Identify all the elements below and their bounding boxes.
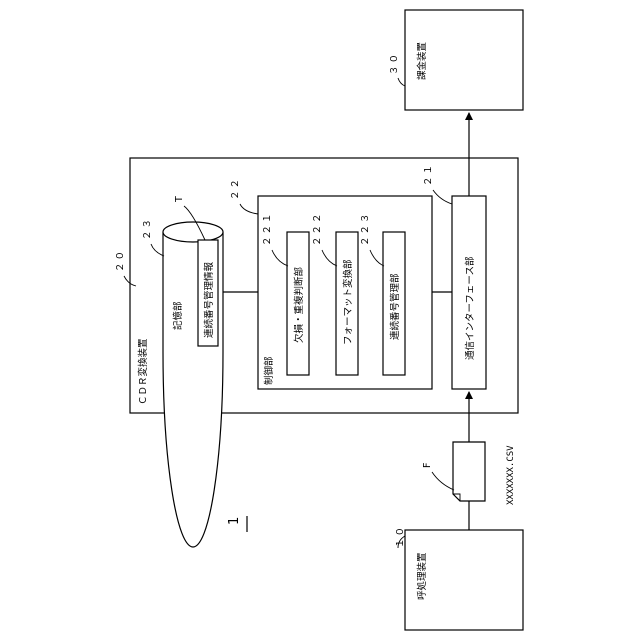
csv-file-name: XXXXXXX.CSV: [506, 445, 516, 505]
missing-dup-unit-ref: ２２１: [262, 211, 273, 246]
control-unit-ref: ２２: [230, 177, 241, 200]
billing-device-ref: ３０: [389, 52, 400, 75]
storage-label: 記憶部: [172, 301, 184, 330]
seq-info-table-ref: T: [174, 196, 185, 203]
csv-file-ref: F: [422, 463, 433, 468]
seq-mgmt-unit-ref: ２２３: [360, 211, 371, 246]
comm-interface-ref: ２１: [423, 163, 434, 186]
storage-ref: ２３: [142, 217, 153, 240]
csv-file-shape: [453, 442, 485, 501]
billing-device-label: 課金装置: [416, 42, 428, 80]
format-unit-ref: ２２２: [312, 211, 323, 246]
seq-info-table-label: 連続番号管理情報: [203, 261, 215, 338]
control-unit-label: 制御部: [263, 356, 275, 385]
format-unit-label: フォーマット変換部: [342, 259, 354, 345]
storage-cylinder-top: [163, 222, 223, 242]
cdr-converter-label: ＣＤＲ変換装置: [137, 338, 149, 405]
seq-mgmt-unit-label: 連続番号管理部: [389, 273, 401, 340]
billing-device-leader: [398, 78, 405, 86]
cdr-converter-ref: ２０: [115, 249, 126, 272]
call-processor-label: 呼処理装置: [416, 552, 428, 600]
system-number: 1: [227, 517, 242, 525]
comm-interface-label: 通信インターフェース部: [464, 257, 476, 360]
csv-file-leader: [432, 472, 454, 490]
missing-dup-unit-label: 欠損・重複判断部: [293, 267, 305, 343]
